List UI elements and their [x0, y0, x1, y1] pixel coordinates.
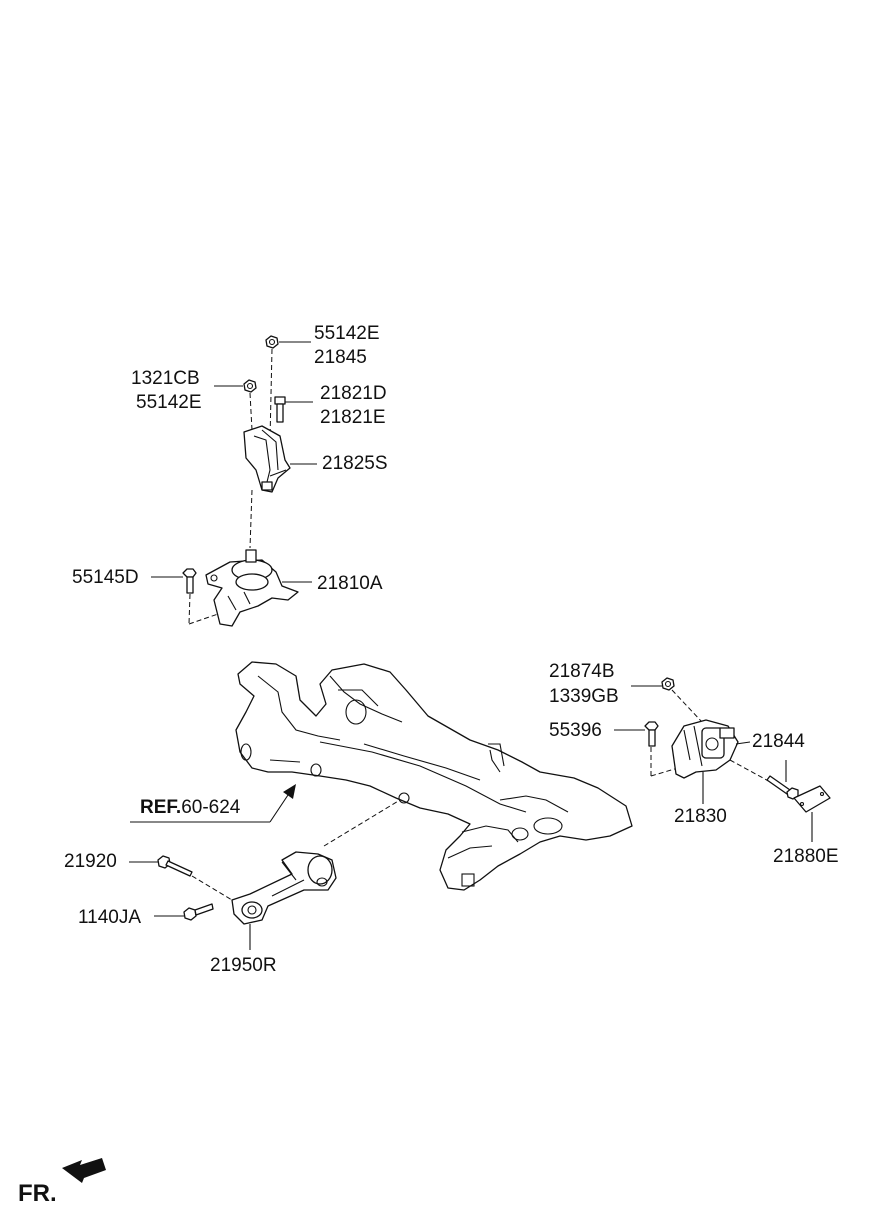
bolt-21844 [766, 775, 799, 800]
label-1339gb: 1339GB [549, 686, 619, 707]
label-21845: 21845 [314, 347, 367, 368]
label-21950r: 21950R [210, 955, 277, 976]
bolt-21920 [157, 855, 193, 877]
label-1321cb: 1321CB [131, 368, 200, 389]
label-55396: 55396 [549, 720, 602, 741]
bolt-21821d-21821e [274, 396, 286, 423]
front-direction-label: FR. [18, 1180, 57, 1207]
bolt-1140ja [183, 903, 214, 921]
nut-55142e-21845 [265, 335, 279, 349]
cover-21880e [793, 785, 831, 813]
label-21810a: 21810A [317, 573, 383, 594]
bolt-55396 [644, 721, 659, 747]
label-55142e: 55142E [136, 392, 202, 413]
mount-21810a [205, 549, 299, 627]
bolt-55145d [182, 568, 197, 594]
roll-rod-21950r [231, 851, 337, 925]
label-55142e-top: 55142E [314, 323, 380, 344]
label-21874b: 21874B [549, 661, 615, 682]
label-21920: 21920 [64, 851, 117, 872]
label-21844: 21844 [752, 731, 805, 752]
label-21821d: 21821D [320, 383, 387, 404]
label-21821e: 21821E [320, 407, 386, 428]
nut-21874b-1339gb [661, 677, 675, 691]
front-direction-arrow-icon [62, 1158, 106, 1183]
ref-arrow [130, 784, 296, 823]
nut-1321cb-55142e [243, 379, 257, 393]
bracket-21825s [243, 425, 291, 493]
label-21825s: 21825S [322, 453, 388, 474]
reference-prefix: REF. [140, 797, 182, 818]
mount-21830 [671, 719, 739, 779]
reference-value: 60-624 [181, 797, 241, 818]
label-21830: 21830 [674, 806, 727, 827]
subframe [235, 661, 633, 891]
label-1140ja: 1140JA [78, 907, 142, 928]
reference-label[interactable]: REF.60-624 [140, 797, 240, 819]
label-21880e: 21880E [773, 846, 839, 867]
label-55145d: 55145D [72, 567, 139, 588]
